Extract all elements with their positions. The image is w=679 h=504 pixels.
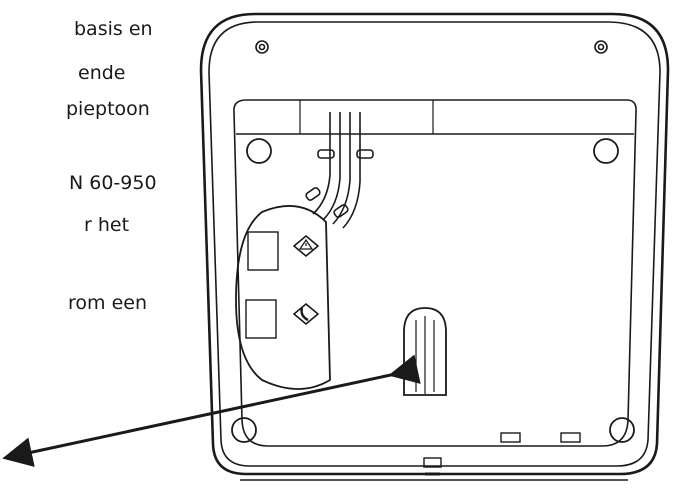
pointer-arrow (2, 354, 421, 467)
text-line-5: r het (84, 214, 130, 236)
base-body (199, 12, 670, 481)
text-line-6: rom een (68, 292, 147, 314)
text-line-3: pieptoon (66, 98, 150, 120)
cable-clip (403, 307, 447, 396)
warning-triangle-icon (292, 234, 320, 258)
cable-channel (305, 112, 374, 229)
text-line-4: N 60-950 (69, 172, 157, 194)
connector-compartment (235, 205, 331, 390)
top-screw-holes (255, 40, 608, 54)
vent-slots (423, 432, 581, 468)
phone-handset-icon (292, 302, 320, 326)
text-line-2: ende (78, 62, 126, 84)
text-line-1: basis en (74, 18, 153, 40)
instruction-text: basis en ende pieptoon N 60-950 r het ro… (0, 0, 210, 320)
